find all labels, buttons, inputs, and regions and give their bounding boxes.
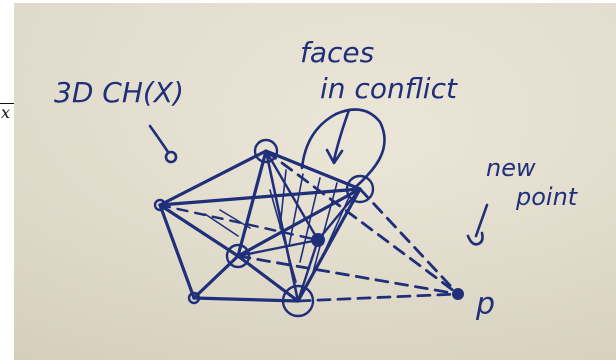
circled-vertices <box>155 140 373 316</box>
convex-hull-label: 3D CH(X) <box>54 76 184 109</box>
new-label-line1: new <box>486 154 536 182</box>
convex-hull-pointer-arrow <box>150 126 168 152</box>
interior-filled-point <box>311 233 325 247</box>
faces-label-line2: in conflict <box>320 72 458 105</box>
new-point-pointer-arrow <box>476 205 487 236</box>
convex-hull-arrow-tip <box>166 152 176 162</box>
faces-label-line1: faces <box>300 36 374 69</box>
new-label-line2: point <box>515 183 579 211</box>
point-p-label: p <box>475 287 495 322</box>
new-point-p-dot <box>452 288 464 300</box>
polytope-edges <box>160 151 360 301</box>
conflict-region-outline <box>302 110 385 191</box>
